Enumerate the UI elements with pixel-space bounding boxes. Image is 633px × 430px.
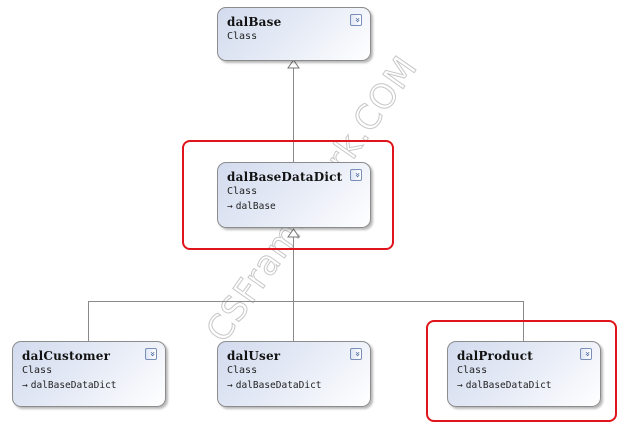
class-kind: Class: [227, 365, 258, 376]
highlight-datadict: [182, 140, 394, 250]
class-box-dalCustomer[interactable]: dalCustomer Class →dalBaseDataDict »: [12, 341, 166, 407]
inherit-arrow-icon: →: [22, 380, 28, 391]
class-kind: Class: [227, 31, 258, 42]
base-class-ref: →dalBaseDataDict: [227, 380, 322, 391]
class-name: dalBaseDataDict: [227, 170, 343, 184]
class-box-dalProduct[interactable]: dalProduct Class →dalBaseDataDict »: [447, 341, 601, 407]
base-class-ref: →dalBaseDataDict: [22, 380, 117, 391]
expand-chevron-icon[interactable]: »: [145, 348, 157, 360]
class-name: dalUser: [227, 349, 281, 363]
class-box-dalBase[interactable]: dalBase Class »: [217, 7, 371, 61]
class-name: dalCustomer: [22, 349, 111, 363]
base-class-name: dalBaseDataDict: [235, 380, 322, 391]
base-class-name: dalBaseDataDict: [465, 380, 552, 391]
inheritance-triangle-icon: [287, 228, 300, 238]
class-name: dalBase: [227, 15, 282, 29]
class-box-dalUser[interactable]: dalUser Class →dalBaseDataDict »: [217, 341, 371, 407]
base-class-ref: →dalBaseDataDict: [457, 380, 552, 391]
expand-chevron-icon[interactable]: »: [350, 14, 362, 26]
base-class-name: dalBaseDataDict: [30, 380, 117, 391]
expand-chevron-icon[interactable]: »: [580, 348, 592, 360]
class-name: dalProduct: [457, 349, 534, 363]
connector-horizontal-bus: [88, 301, 524, 302]
inherit-arrow-icon: →: [227, 380, 233, 391]
class-box-dalBaseDataDict[interactable]: dalBaseDataDict Class →dalBase »: [217, 162, 371, 228]
highlight-product: [426, 320, 617, 422]
class-kind: Class: [227, 186, 258, 197]
inherit-arrow-icon: →: [227, 201, 233, 212]
expand-chevron-icon[interactable]: »: [350, 348, 362, 360]
inherit-arrow-icon: →: [457, 380, 463, 391]
base-class-ref: →dalBase: [227, 201, 276, 212]
connector-to-customer: [88, 301, 89, 341]
base-class-name: dalBase: [235, 201, 276, 212]
class-kind: Class: [22, 365, 53, 376]
connector-base-to-datadict: [293, 66, 294, 162]
connector-datadict-trunk: [293, 236, 294, 341]
expand-chevron-icon[interactable]: »: [350, 169, 362, 181]
inheritance-triangle-icon: [287, 59, 300, 69]
class-kind: Class: [457, 365, 488, 376]
